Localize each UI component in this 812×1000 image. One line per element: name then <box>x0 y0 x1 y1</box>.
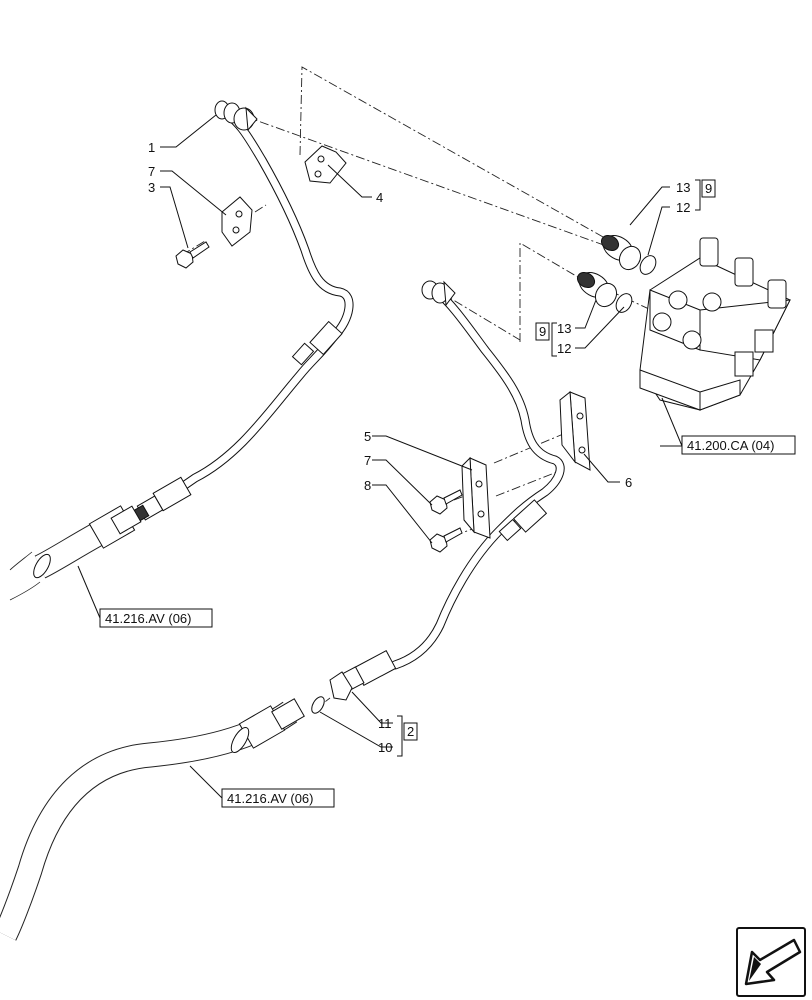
upper-clamp <box>175 145 347 269</box>
callout-7-upper: 7 <box>148 164 155 179</box>
arrow-down-left-icon[interactable] <box>736 927 806 997</box>
callout-1: 1 <box>148 140 155 155</box>
lower-tube <box>329 280 565 701</box>
callout-13-upper: 13 <box>676 180 690 195</box>
leader-lines <box>77 114 683 799</box>
callout-11: 11 <box>378 716 392 731</box>
callout-5: 5 <box>364 429 371 444</box>
upper-hose <box>9 505 142 601</box>
callout-12-upper: 12 <box>676 200 690 215</box>
upper-tube <box>126 100 354 526</box>
group-ref-9-lower[interactable]: 9 <box>539 324 546 339</box>
callout-13-lower: 13 <box>557 321 571 336</box>
callout-3: 3 <box>148 180 155 195</box>
alignment-lines <box>181 66 691 713</box>
lower-hose <box>0 696 325 941</box>
callout-12-lower: 12 <box>557 341 571 356</box>
callout-6: 6 <box>625 475 632 490</box>
callout-8: 8 <box>364 478 371 493</box>
callout-7-lower: 7 <box>364 453 371 468</box>
group-ref-9-upper[interactable]: 9 <box>705 181 712 196</box>
group-brackets <box>397 179 701 757</box>
callout-10: 10 <box>378 740 392 755</box>
reference-hose-upper[interactable]: 41.216.AV (06) <box>105 611 191 626</box>
steering-valve <box>639 237 791 411</box>
group-ref-2[interactable]: 2 <box>407 724 414 739</box>
reference-hose-lower[interactable]: 41.216.AV (06) <box>227 791 313 806</box>
reference-valve[interactable]: 41.200.CA (04) <box>687 438 774 453</box>
lower-bracket <box>429 391 591 553</box>
callout-4: 4 <box>376 190 383 205</box>
adapters <box>576 234 657 313</box>
